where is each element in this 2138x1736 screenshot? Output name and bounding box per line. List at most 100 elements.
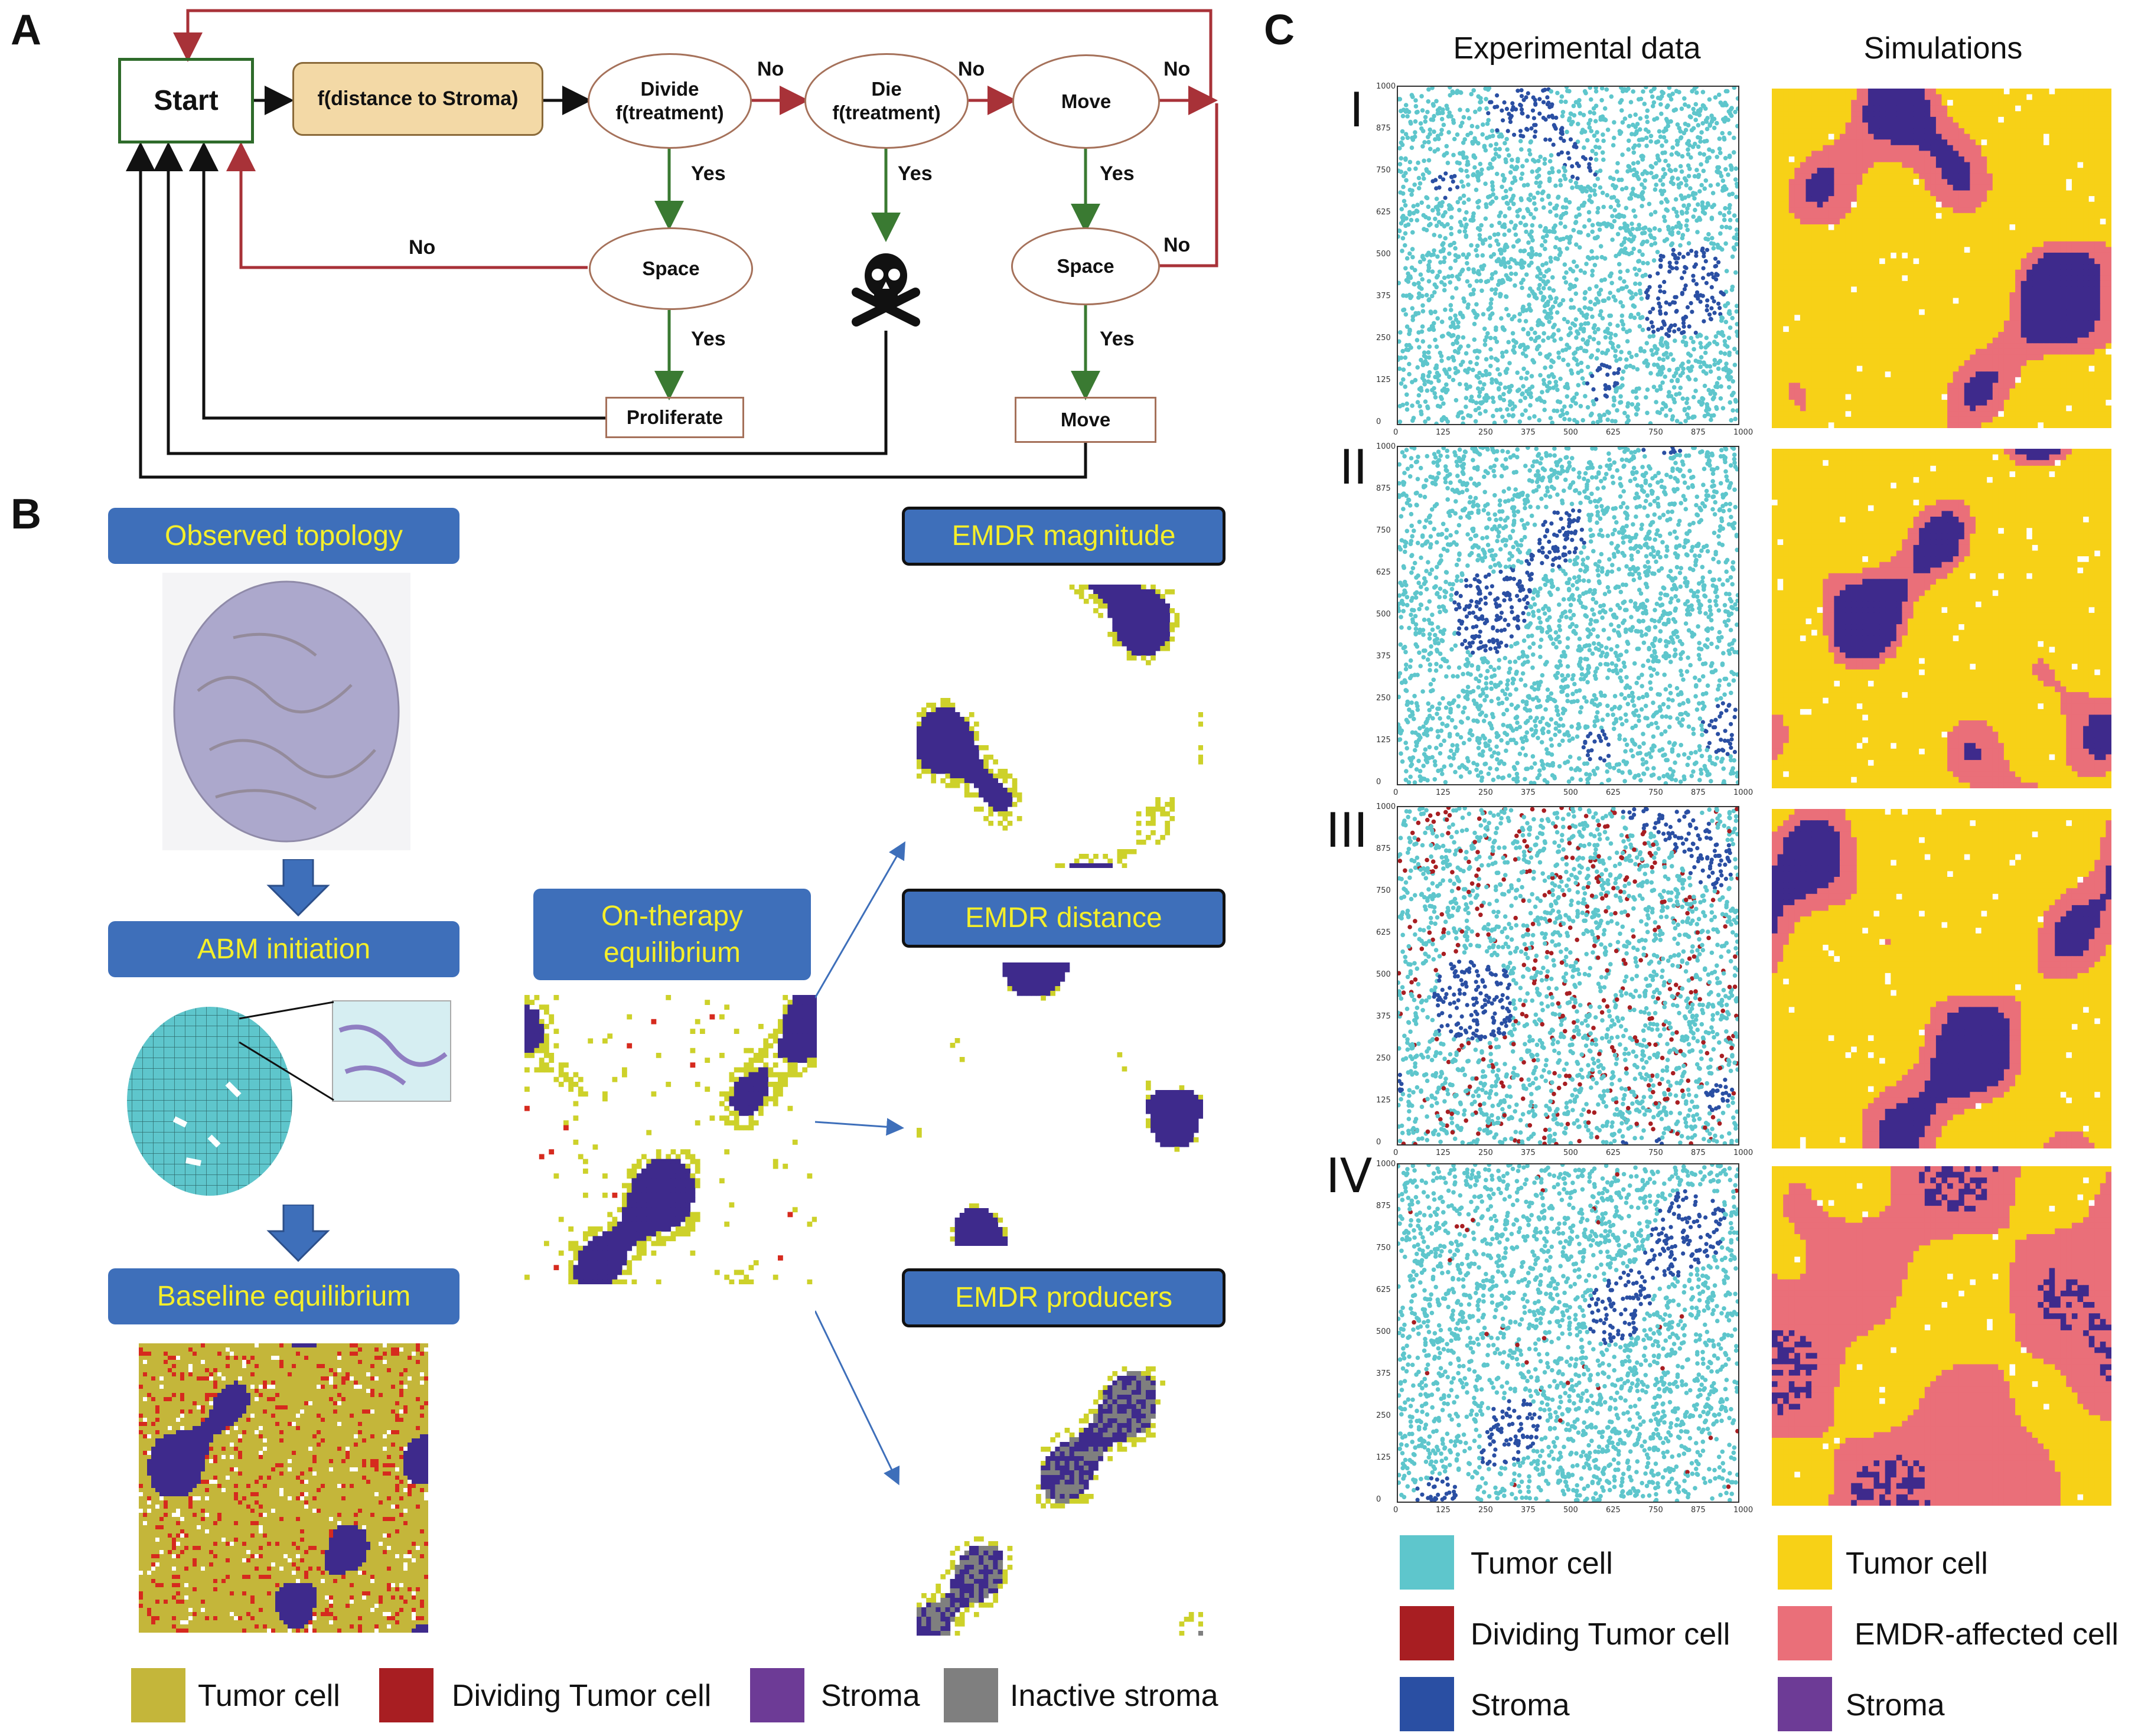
x-tick-label: 0 bbox=[1393, 428, 1398, 437]
observed-topology-image bbox=[162, 573, 410, 850]
simulation-grid-1 bbox=[1772, 89, 2111, 428]
y-tick-label: 375 bbox=[1376, 292, 1391, 301]
y-tick-label: 750 bbox=[1376, 526, 1391, 535]
y-tick-label: 1000 bbox=[1376, 1160, 1396, 1169]
y-tick-label: 125 bbox=[1376, 1096, 1391, 1105]
x-tick-label: 625 bbox=[1606, 1148, 1621, 1157]
baseline-equilibrium-label: Baseline equilibrium bbox=[108, 1268, 459, 1324]
no-label-divide: No bbox=[757, 58, 784, 81]
panel-c-letter: C bbox=[1264, 6, 1295, 54]
y-tick-label: 125 bbox=[1376, 736, 1391, 745]
y-tick-label: 250 bbox=[1376, 334, 1391, 342]
y-tick-label: 750 bbox=[1376, 166, 1391, 175]
y-tick-label: 500 bbox=[1376, 1327, 1391, 1336]
y-tick-label: 500 bbox=[1376, 970, 1391, 979]
col-simulations: Simulations bbox=[1795, 31, 2091, 66]
move-action-node: Move bbox=[1015, 397, 1156, 443]
experimental-plot-1 bbox=[1396, 84, 1741, 426]
die-label: Die bbox=[832, 77, 940, 101]
emdr-distance-label: EMDR distance bbox=[902, 889, 1226, 948]
legend-c-sim-stroma: Stroma bbox=[1846, 1688, 1945, 1723]
x-tick-label: 0 bbox=[1393, 1148, 1398, 1157]
panel-a-letter: A bbox=[11, 6, 41, 54]
x-tick-label: 250 bbox=[1478, 788, 1493, 797]
y-tick-label: 750 bbox=[1376, 1244, 1391, 1252]
y-tick-label: 875 bbox=[1376, 1202, 1391, 1210]
row-label-1: I bbox=[1350, 83, 1364, 138]
col-experimental-data: Experimental data bbox=[1423, 31, 1730, 66]
x-tick-label: 250 bbox=[1478, 1506, 1493, 1515]
on-therapy-line2: equilibrium bbox=[601, 935, 743, 971]
yes-label-move: Yes bbox=[1100, 162, 1135, 185]
x-tick-label: 500 bbox=[1563, 428, 1578, 437]
emdr-producers-label: EMDR producers bbox=[902, 1268, 1226, 1327]
abm-initiation-label: ABM initiation bbox=[108, 921, 459, 977]
no-label-die: No bbox=[958, 58, 985, 81]
no-label-space2: No bbox=[1163, 234, 1190, 257]
divide-label: Divide bbox=[615, 77, 723, 101]
x-tick-label: 500 bbox=[1563, 1506, 1578, 1515]
legend-b-swatch-tumor bbox=[131, 1668, 185, 1722]
x-tick-label: 750 bbox=[1648, 1148, 1663, 1157]
x-tick-label: 375 bbox=[1521, 1506, 1536, 1515]
simulation-grid-4 bbox=[1772, 1166, 2111, 1506]
x-tick-label: 875 bbox=[1691, 788, 1706, 797]
legend-b-stroma: Stroma bbox=[821, 1678, 920, 1714]
legend-b-tumor: Tumor cell bbox=[198, 1678, 340, 1714]
y-tick-label: 125 bbox=[1376, 1453, 1391, 1462]
x-tick-label: 125 bbox=[1436, 788, 1451, 797]
no-label-move: No bbox=[1163, 58, 1190, 81]
y-tick-label: 0 bbox=[1376, 778, 1381, 787]
legend-b-dividing: Dividing Tumor cell bbox=[452, 1678, 711, 1714]
x-tick-label: 375 bbox=[1521, 1148, 1536, 1157]
legend-c-swatch-sim-stroma bbox=[1778, 1677, 1832, 1731]
legend-c-swatch-tumor bbox=[1400, 1535, 1454, 1590]
x-tick-label: 625 bbox=[1606, 1506, 1621, 1515]
y-tick-label: 0 bbox=[1376, 1495, 1381, 1504]
x-tick-label: 250 bbox=[1478, 428, 1493, 437]
legend-b-swatch-dividing bbox=[379, 1668, 434, 1722]
down-arrow-icon-2 bbox=[266, 1205, 330, 1262]
simulation-grid-2 bbox=[1772, 449, 2111, 788]
stroma-distance-node: f(distance to Stroma) bbox=[292, 62, 543, 136]
yes-label-die: Yes bbox=[898, 162, 933, 185]
x-tick-label: 125 bbox=[1436, 428, 1451, 437]
y-tick-label: 500 bbox=[1376, 610, 1391, 619]
no-label-space1: No bbox=[409, 236, 435, 259]
x-tick-label: 875 bbox=[1691, 428, 1706, 437]
experimental-plot-2 bbox=[1396, 445, 1741, 787]
baseline-equilibrium-grid bbox=[139, 1343, 428, 1633]
emdr-producers-grid bbox=[917, 1366, 1203, 1636]
y-tick-label: 500 bbox=[1376, 250, 1391, 259]
emdr-distance-grid bbox=[917, 962, 1203, 1246]
y-tick-label: 375 bbox=[1376, 1012, 1391, 1021]
y-tick-label: 625 bbox=[1376, 568, 1391, 577]
x-tick-label: 875 bbox=[1691, 1148, 1706, 1157]
y-tick-label: 250 bbox=[1376, 694, 1391, 703]
x-tick-label: 375 bbox=[1521, 788, 1536, 797]
legend-c-swatch-sim-tumor bbox=[1778, 1535, 1832, 1590]
y-tick-label: 625 bbox=[1376, 208, 1391, 217]
y-tick-label: 375 bbox=[1376, 652, 1391, 661]
x-tick-label: 1000 bbox=[1733, 1148, 1753, 1157]
row-label-4: IV bbox=[1326, 1148, 1372, 1203]
yes-label-divide: Yes bbox=[691, 162, 726, 185]
observed-topology-label: Observed topology bbox=[108, 508, 459, 564]
emdr-magnitude-label: EMDR magnitude bbox=[902, 507, 1226, 566]
legend-b-swatch-stroma bbox=[750, 1668, 804, 1722]
legend-c-emdr: EMDR-affected cell bbox=[1855, 1617, 2119, 1652]
y-tick-label: 875 bbox=[1376, 124, 1391, 133]
y-tick-label: 375 bbox=[1376, 1369, 1391, 1378]
x-tick-label: 500 bbox=[1563, 1148, 1578, 1157]
x-tick-label: 250 bbox=[1478, 1148, 1493, 1157]
x-tick-label: 1000 bbox=[1733, 1506, 1753, 1515]
legend-c-swatch-emdr bbox=[1778, 1606, 1832, 1660]
legend-c-sim-tumor: Tumor cell bbox=[1846, 1546, 1988, 1581]
x-tick-label: 625 bbox=[1606, 788, 1621, 797]
yes-label-space1: Yes bbox=[691, 328, 726, 351]
on-therapy-line1: On-therapy bbox=[601, 898, 743, 935]
x-tick-label: 125 bbox=[1436, 1148, 1451, 1157]
y-tick-label: 0 bbox=[1376, 417, 1381, 426]
